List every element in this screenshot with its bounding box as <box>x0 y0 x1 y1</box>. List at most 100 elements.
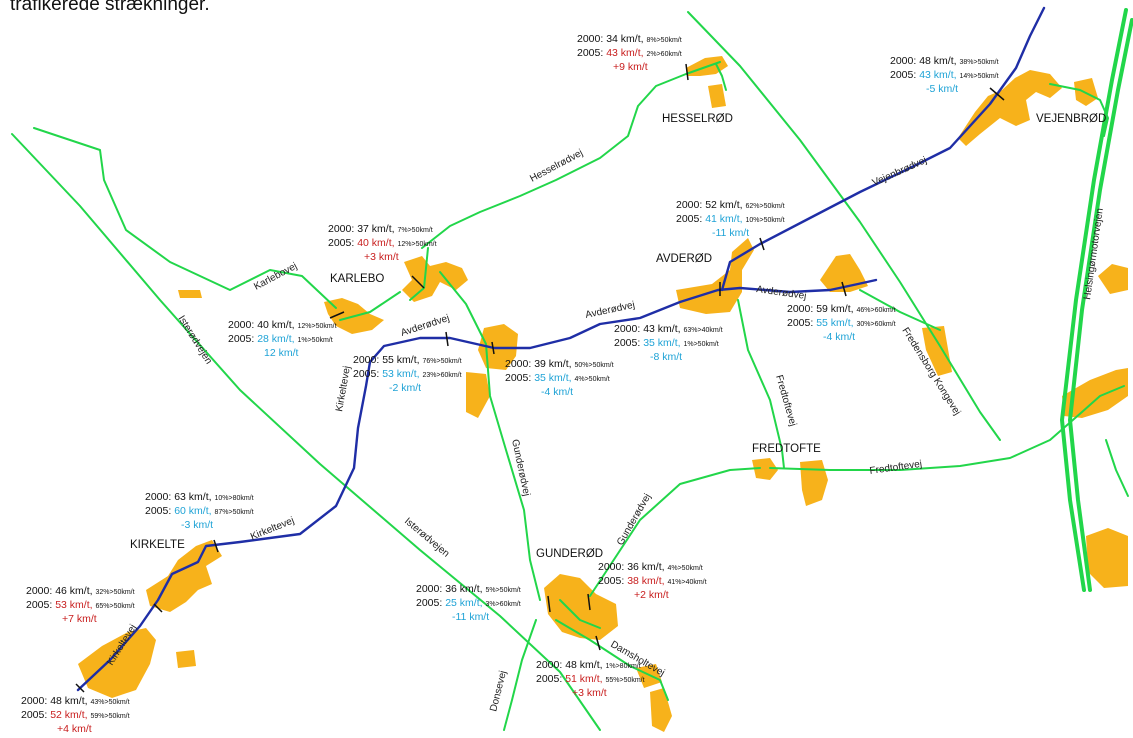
road-label-isterodvejen-1: Isterødvejen <box>175 314 213 366</box>
year-2005: 2005: <box>416 597 445 609</box>
town-area-gunderod-2 <box>636 664 662 688</box>
share-2005: 12%>50km/t <box>397 241 436 248</box>
town-area-gunderod-3 <box>650 688 672 732</box>
annotation-line-2005: 2005: 35 km/t, 1%>50km/t <box>614 337 719 349</box>
annotation-line-2005: 2005: 43 km/t, 14%>50km/t <box>890 69 999 81</box>
road-label-helsingormotorvejen: Helsingørmotorvejen <box>1082 208 1106 301</box>
annotation-line-2005: 2005: 53 km/t, 65%>50km/t <box>26 599 135 611</box>
speed-change: 12 km/t <box>264 347 299 359</box>
year-2005: 2005: <box>26 599 55 611</box>
year-2005: 2005: <box>353 368 382 380</box>
share-2000: 62%>50km/t <box>745 203 784 210</box>
road-label-isterodvejen-2: Isterødvejen <box>402 516 451 560</box>
share-2005: 59%>50km/t <box>90 713 129 720</box>
annotation-line-2000: 2000: 48 km/t, 1%>80km/t <box>536 659 641 671</box>
speed-annotations: 2000: 34 km/t, 8%>50km/t 2005: 43 km/t, 2… <box>21 33 999 735</box>
annotation-karlebo-south: 2000: 40 km/t, 12%>50km/t 2005: 28 km/t, … <box>228 319 337 359</box>
speed-2005: 55 km/t, <box>816 317 856 329</box>
share-2005: 14%>50km/t <box>959 73 998 80</box>
speed-2000: 2000: 46 km/t, <box>26 585 95 597</box>
town-label-vejenbrod: VEJENBRØD <box>1036 113 1106 125</box>
tick-avderodvej-mid <box>445 331 449 347</box>
annotation-line-2005: 2005: 43 km/t, 2%>60km/t <box>577 47 682 59</box>
annotation-line-2005: 2005: 52 km/t, 59%>50km/t <box>21 709 130 721</box>
annotation-line-2005: 2005: 28 km/t, 1%>50km/t <box>228 333 333 345</box>
road-label-avderodvej-2: Avderødvej <box>584 300 636 321</box>
road-label-damsholtevej: Damsholtevej <box>609 639 667 679</box>
speed-2000: 2000: 52 km/t, <box>676 199 745 211</box>
speed-2000: 2000: 36 km/t, <box>598 561 667 573</box>
year-2005: 2005: <box>228 333 257 345</box>
road-line-gunderodvej-east <box>589 467 761 597</box>
motorway <box>1059 8 1133 592</box>
annotation-line-2000: 2000: 40 km/t, 12%>50km/t <box>228 319 337 331</box>
speed-2000: 2000: 48 km/t, <box>890 55 959 67</box>
town-area-fredtofte-2 <box>800 460 828 506</box>
annotation-line-2000: 2000: 37 km/t, 7%>50km/t <box>328 223 433 235</box>
speed-2005: 52 km/t, <box>50 709 90 721</box>
speed-change: -11 km/t <box>452 611 489 623</box>
road-line-gunderodvej <box>439 271 541 601</box>
speed-2005: 43 km/t, <box>606 47 646 59</box>
tick-avderodvej-center <box>491 341 495 355</box>
annotation-line-2005: 2005: 55 km/t, 30%>60km/t <box>787 317 896 329</box>
speed-change: +9 km/t <box>613 61 648 73</box>
road-line-fredtoftevej <box>769 385 1125 471</box>
share-2005: 1%>50km/t <box>297 337 332 344</box>
tick-kirkeltevej-south <box>75 683 85 693</box>
road-label-karlebovej: Karlebovej <box>252 261 299 293</box>
share-2000: 50%>50km/t <box>574 362 613 369</box>
town-area-hesselrod-2 <box>708 84 726 108</box>
tick-kirkeltevej-north <box>213 539 219 553</box>
speed-2005: 60 km/t, <box>174 505 214 517</box>
road-line-kirkeltevej-blue <box>76 278 878 692</box>
road-line-fredensborg-kongevej <box>687 11 1001 441</box>
road-line-hesselrod-local <box>715 63 727 91</box>
town-area-fredtofte <box>752 458 778 480</box>
speed-2005: 25 km/t, <box>445 597 485 609</box>
share-2000: 12%>50km/t <box>297 323 336 330</box>
year-2005: 2005: <box>505 372 534 384</box>
speed-change: +3 km/t <box>364 251 399 263</box>
road-line-vejenbrodvej-blue <box>720 6 1046 292</box>
measurement-ticks <box>75 63 1005 693</box>
speed-2000: 2000: 34 km/t, <box>577 33 646 45</box>
tick-gunderod-east <box>587 593 591 611</box>
share-2000: 8%>50km/t <box>646 37 681 44</box>
annotation-line-2005: 2005: 38 km/t, 41%>40km/t <box>598 575 707 587</box>
town-areas <box>78 56 1128 732</box>
town-area-east-1 <box>1062 368 1128 418</box>
road-line-damsholtevej <box>555 619 669 701</box>
share-2005: 10%>50km/t <box>745 217 784 224</box>
green-roads <box>11 11 1129 731</box>
year-2005: 2005: <box>328 237 357 249</box>
town-area-avderod-2 <box>820 254 868 292</box>
road-line-karlebo-local <box>339 291 401 321</box>
speed-2000: 2000: 55 km/t, <box>353 354 422 366</box>
town-label-fredtofte: FREDTOFTE <box>752 443 821 455</box>
road-line-avderodvej-east <box>859 289 941 331</box>
speed-change: +2 km/t <box>634 589 669 601</box>
speed-2005: 28 km/t, <box>257 333 297 345</box>
speed-change: -2 km/t <box>389 382 421 394</box>
tick-kirkelte <box>153 603 163 613</box>
road-line-hesselrodvej <box>421 61 721 249</box>
share-2000: 7%>50km/t <box>397 227 432 234</box>
annotation-line-2000: 2000: 48 km/t, 38%>50km/t <box>890 55 999 67</box>
tick-avderodvej-east <box>841 281 847 297</box>
share-2000: 5%>50km/t <box>485 587 520 594</box>
year-2005: 2005: <box>676 213 705 225</box>
speed-change: +3 km/t <box>572 687 607 699</box>
road-label-avderodvej-3: Avderødvej <box>756 284 807 302</box>
speed-change: -8 km/t <box>650 351 682 363</box>
share-2000: 76%>50km/t <box>422 358 461 365</box>
share-2000: 43%>50km/t <box>90 699 129 706</box>
share-2005: 4%>50km/t <box>574 376 609 383</box>
share-2005: 65%>50km/t <box>95 603 134 610</box>
share-2000: 38%>50km/t <box>959 59 998 66</box>
road-label-vejenbrodvej: Vejenbrødvej <box>871 155 929 189</box>
